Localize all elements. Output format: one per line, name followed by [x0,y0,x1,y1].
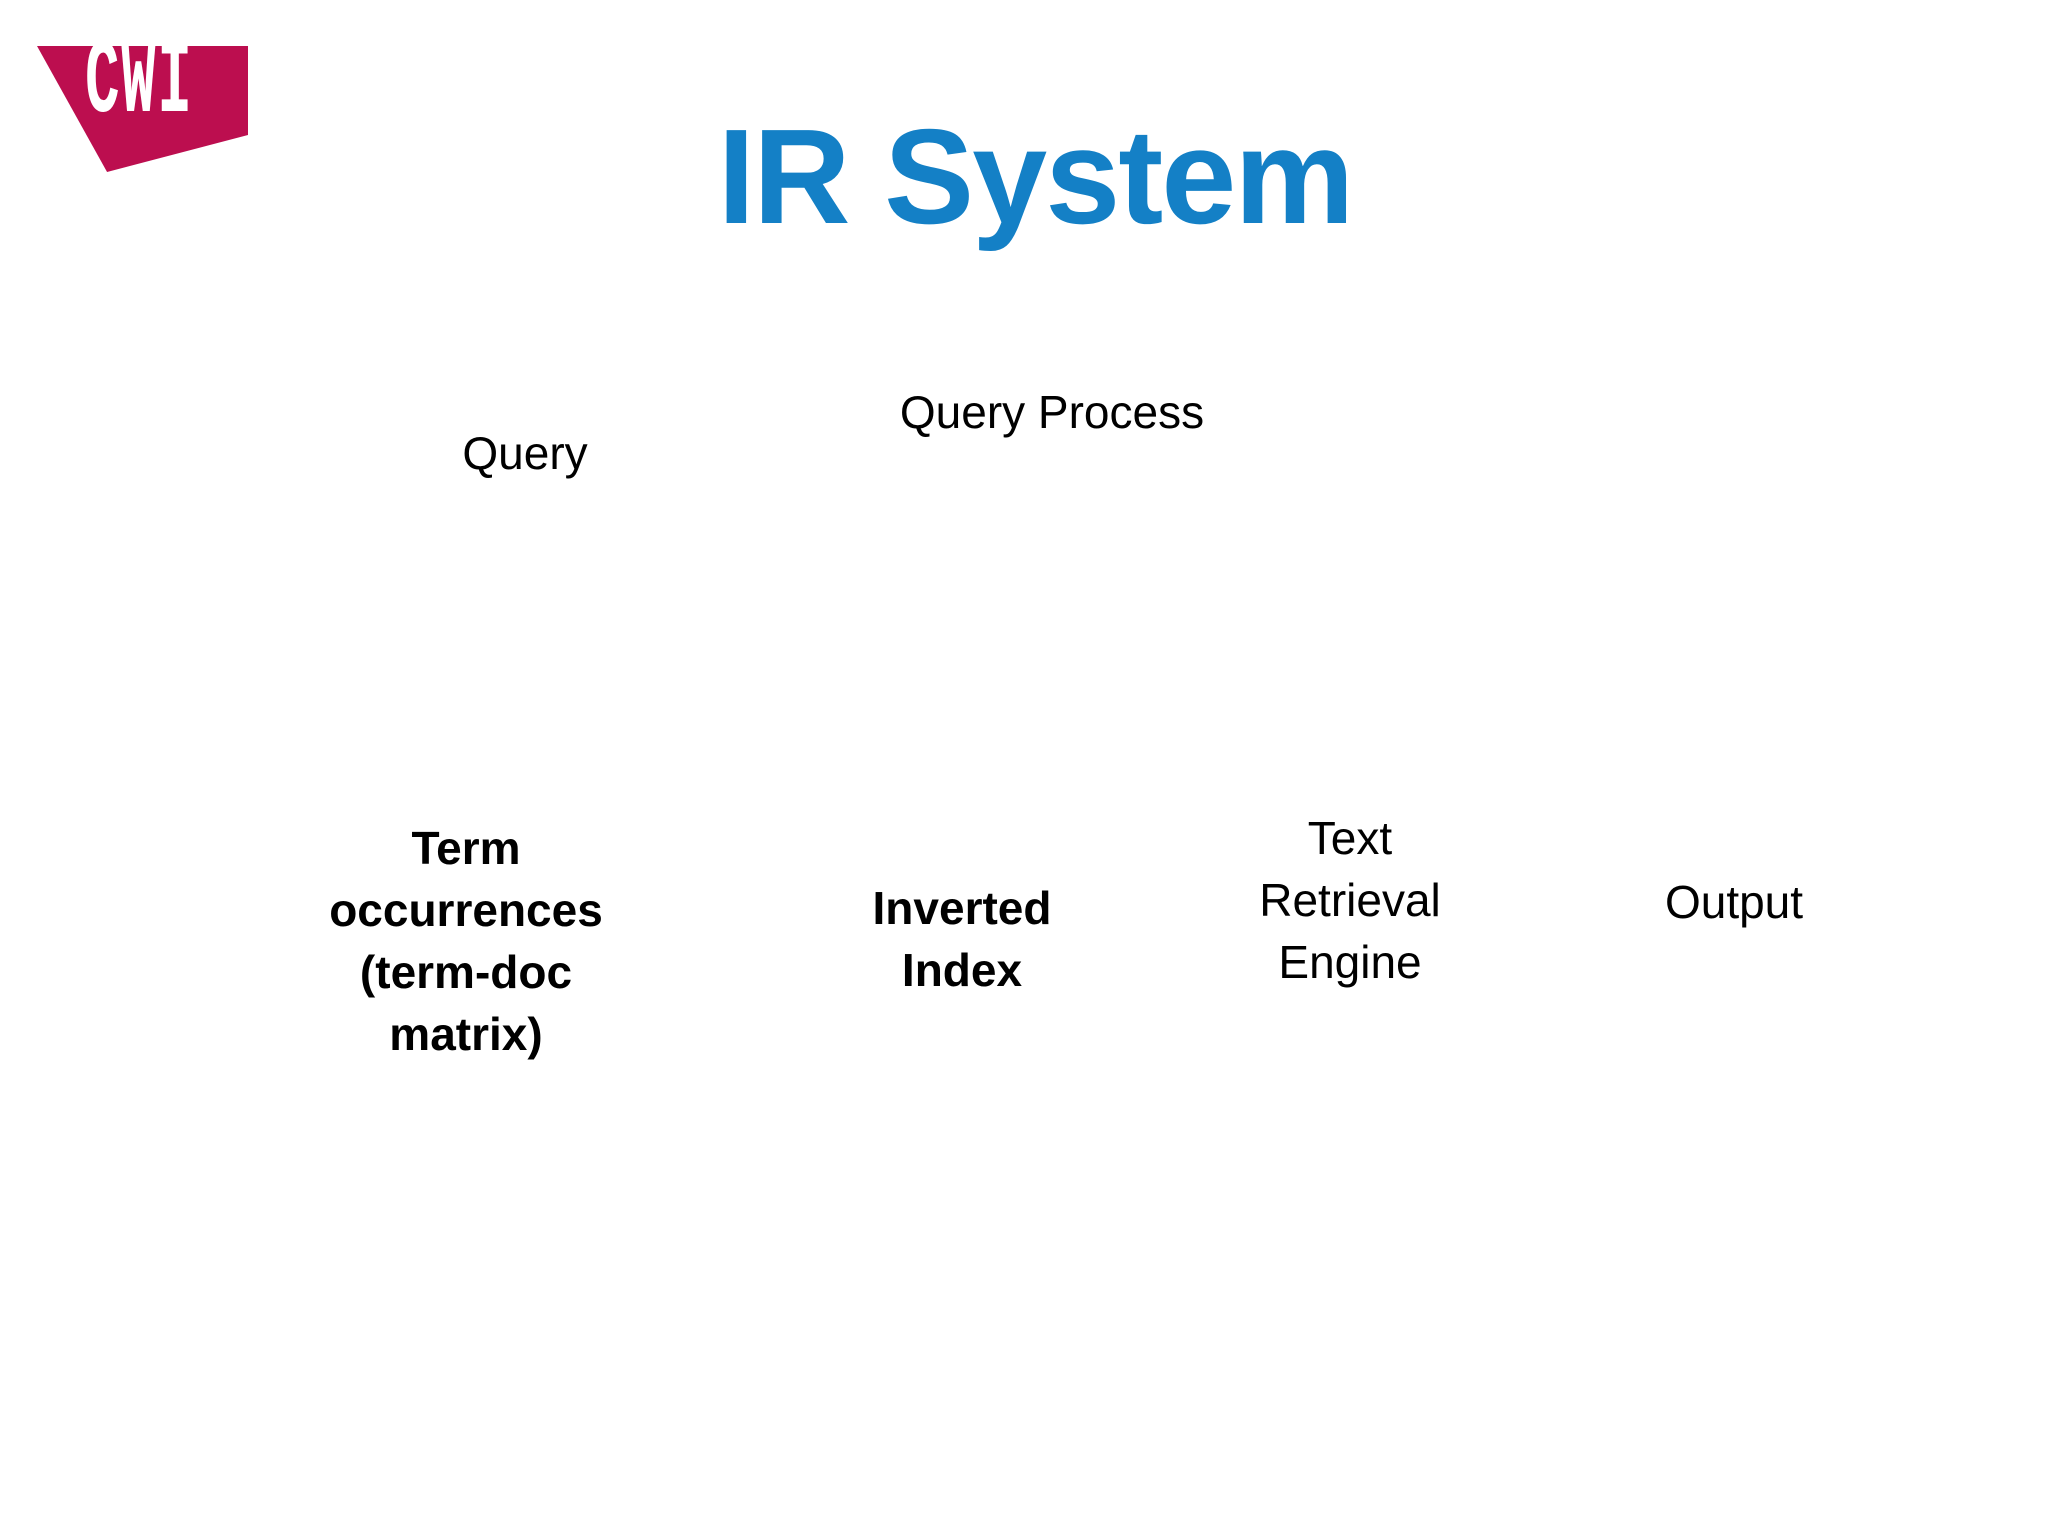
label-text-retrieval-engine: Text Retrieval Engine [1259,812,1441,988]
page-title: IR System [717,101,1355,253]
cwi-logo-text: CWI [85,23,194,143]
label-output: Output [1664,876,1804,928]
label-query-process: Query Process [899,386,1205,438]
label-inverted-index: Inverted Index [872,882,1052,996]
label-query: Query [462,427,588,479]
label-term-occurrences-term-doc-matrix: Term occurrences (term-doc matrix) [329,822,603,1060]
